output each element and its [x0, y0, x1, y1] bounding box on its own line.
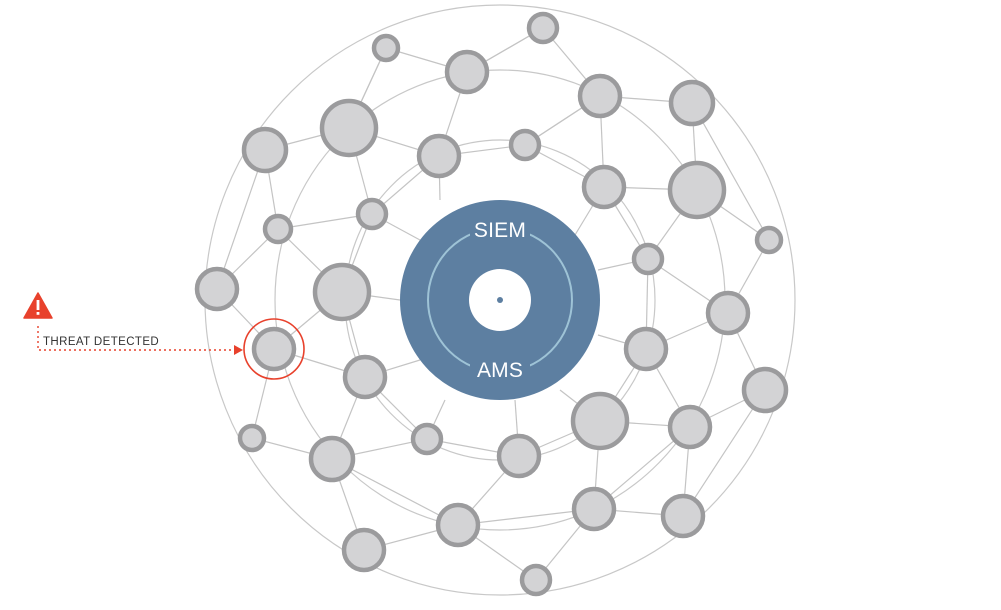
network-node[interactable]: [754, 225, 784, 255]
hub-label-ams: AMS: [477, 359, 523, 382]
network-node[interactable]: [251, 326, 297, 372]
network-node[interactable]: [241, 126, 289, 174]
network-nodes: [194, 11, 789, 597]
network-node[interactable]: [741, 366, 789, 414]
network-node[interactable]: [508, 128, 542, 162]
threat-detected-label: THREAT DETECTED: [43, 336, 159, 348]
network-node[interactable]: [660, 493, 706, 539]
network-node[interactable]: [668, 79, 716, 127]
network-node[interactable]: [581, 164, 627, 210]
network-node[interactable]: [667, 404, 713, 450]
network-node[interactable]: [705, 290, 751, 336]
network-node[interactable]: [371, 33, 401, 63]
threat-alert[interactable]: THREAT DETECTED: [23, 292, 305, 380]
siem-ams-hub[interactable]: SIEM AMS: [400, 200, 600, 400]
network-node[interactable]: [319, 98, 379, 158]
network-edge: [331, 458, 459, 526]
network-node[interactable]: [355, 197, 389, 231]
network-node[interactable]: [623, 326, 669, 372]
network-node[interactable]: [416, 133, 462, 179]
hub-label-siem: SIEM: [474, 219, 526, 242]
network-node[interactable]: [631, 242, 665, 276]
alert-arrowhead: [234, 345, 243, 355]
network-node[interactable]: [308, 435, 356, 483]
network-node[interactable]: [262, 213, 294, 245]
hub-center-dot: [497, 297, 503, 303]
network-node[interactable]: [519, 563, 553, 597]
network-node[interactable]: [496, 433, 542, 479]
hub-label-mask-bottom: [470, 356, 530, 382]
network-edge: [216, 149, 266, 290]
network-node[interactable]: [410, 422, 444, 456]
network-node[interactable]: [570, 391, 630, 451]
network-node[interactable]: [526, 11, 560, 45]
network-node[interactable]: [577, 73, 623, 119]
network-node[interactable]: [341, 527, 387, 573]
network-node[interactable]: [194, 266, 240, 312]
threat-highlight-ring: [243, 318, 305, 380]
network-node[interactable]: [667, 160, 727, 220]
hub-label-mask-top: [470, 216, 530, 242]
network-node[interactable]: [237, 423, 267, 453]
network-node[interactable]: [571, 486, 617, 532]
network-node[interactable]: [444, 49, 490, 95]
network-edge: [691, 102, 770, 241]
network-node[interactable]: [435, 502, 481, 548]
network-node[interactable]: [342, 354, 388, 400]
warning-triangle-icon: [23, 292, 53, 319]
network-node[interactable]: [312, 262, 372, 322]
network-edge: [682, 389, 766, 517]
alert-connector: [37, 326, 236, 351]
network-edge: [457, 508, 595, 526]
